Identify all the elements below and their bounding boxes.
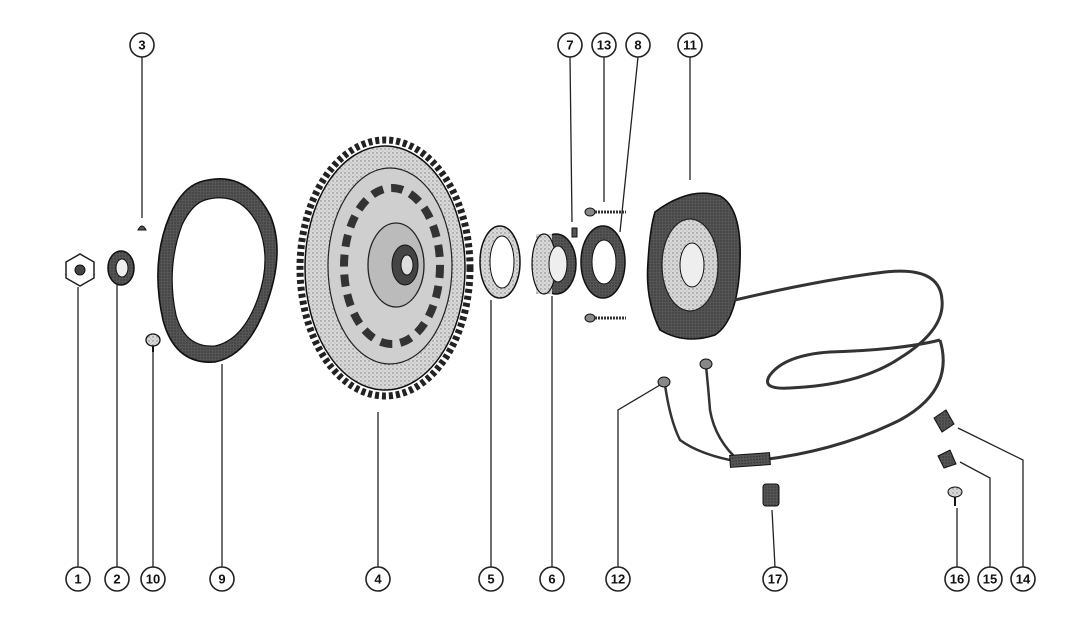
callout-14: 14 (1010, 566, 1036, 592)
callout-label-17: 17 (768, 572, 782, 587)
callout-11: 11 (677, 32, 703, 58)
part-12-harness (657, 269, 945, 468)
callout-label-14: 14 (1016, 572, 1031, 587)
part-10-screw (145, 333, 161, 352)
callout-label-11: 11 (683, 38, 697, 53)
callout-label-13: 13 (597, 38, 611, 53)
callout-label-15: 15 (983, 572, 997, 587)
callout-label-7: 7 (566, 38, 573, 53)
callout-label-5: 5 (487, 572, 494, 587)
part-14-clip (933, 409, 955, 433)
part-7-key (571, 227, 578, 238)
part-11-stator (646, 192, 741, 340)
callout-10: 10 (140, 566, 166, 592)
part-2-washer (107, 250, 135, 286)
callout-2: 2 (104, 566, 130, 592)
callout-3: 3 (129, 32, 155, 58)
callout-label-3: 3 (138, 38, 145, 53)
callout-4: 4 (365, 566, 391, 592)
part-1-nut (65, 253, 95, 287)
callout-8: 8 (625, 32, 651, 58)
callout-6: 6 (539, 566, 565, 592)
part-6-bearing (531, 233, 577, 295)
callout-17: 17 (762, 566, 788, 592)
part-15-clamp (937, 449, 957, 469)
callout-label-8: 8 (634, 38, 641, 53)
callout-label-12: 12 (611, 572, 625, 587)
part-8-seal (580, 225, 626, 299)
part-16-screw (947, 486, 963, 506)
part-17-grommet (762, 483, 780, 507)
callout-1: 1 (65, 566, 91, 592)
leader-lines (77, 56, 1024, 568)
callout-label-10: 10 (146, 572, 160, 587)
callout-label-4: 4 (374, 572, 382, 587)
callout-7: 7 (557, 32, 583, 58)
part-5-washer (479, 225, 521, 299)
callout-9: 9 (209, 566, 235, 592)
callout-13: 13 (591, 32, 617, 58)
callout-5: 5 (478, 566, 504, 592)
callout-12: 12 (605, 566, 631, 592)
part-13-screws (584, 207, 626, 323)
callout-16: 16 (944, 566, 970, 592)
part-3-key (137, 225, 147, 231)
callout-label-9: 9 (218, 572, 225, 587)
callout-label-16: 16 (950, 572, 964, 587)
part-4-flywheel (296, 136, 474, 400)
callout-15: 15 (977, 566, 1003, 592)
part-9-plate (157, 178, 278, 363)
callout-label-1: 1 (74, 572, 81, 587)
callout-label-2: 2 (113, 572, 120, 587)
callout-label-6: 6 (548, 572, 555, 587)
